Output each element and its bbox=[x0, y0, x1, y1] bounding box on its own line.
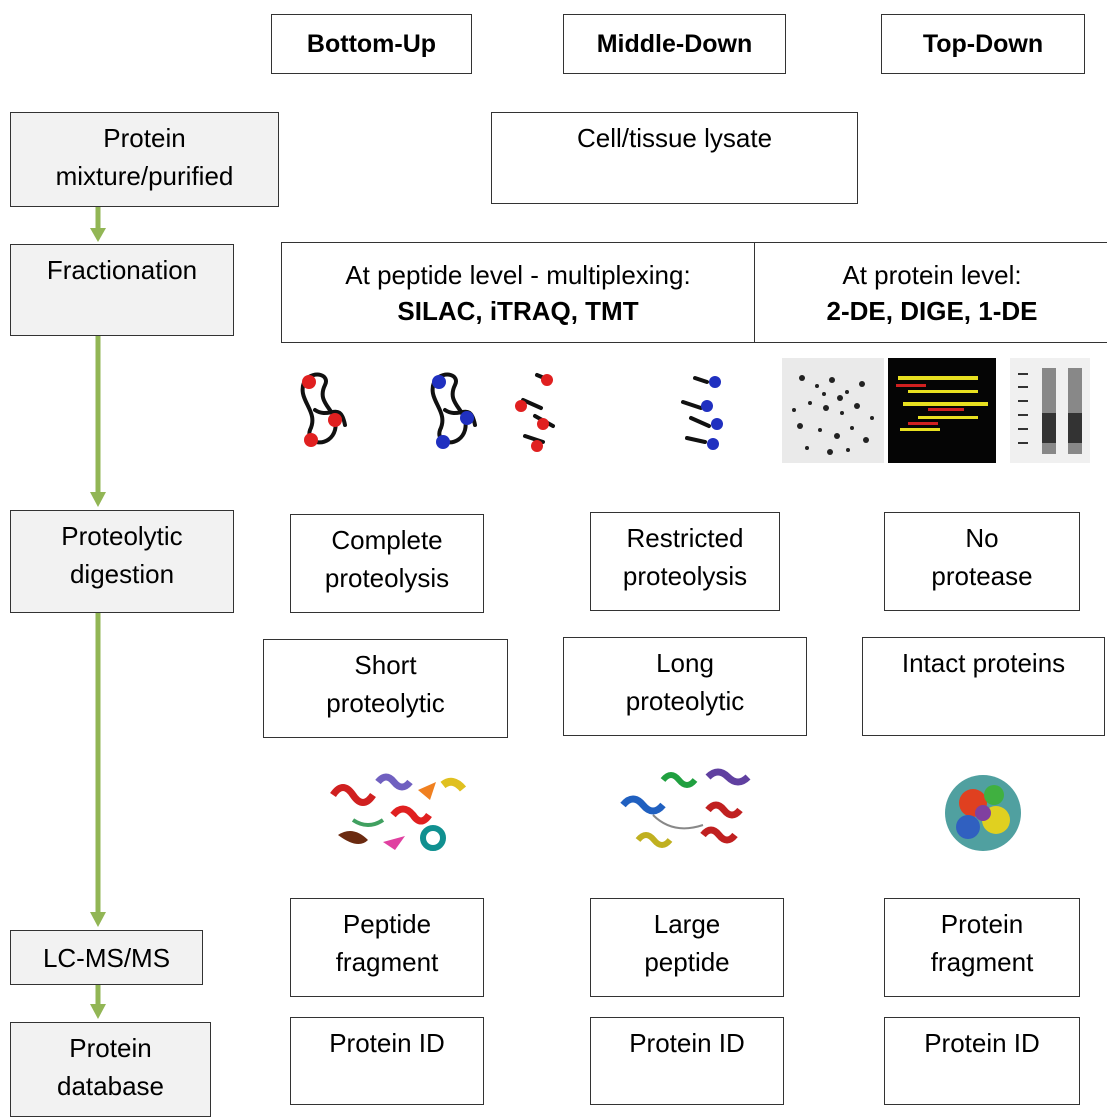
fractionation-box: At peptide level - multiplexing: SILAC, … bbox=[281, 242, 1107, 343]
digestion-top-down-line1: No bbox=[965, 523, 999, 553]
step-proteolytic-digestion: Proteolytic digestion bbox=[10, 510, 234, 613]
arrow-fractionation-to-digestion bbox=[90, 336, 106, 507]
red-labeled-protein bbox=[300, 372, 347, 445]
product-bottom-up: Short proteolytic bbox=[263, 639, 508, 738]
fractionation-protein-methods: 2-DE, DIGE, 1-DE bbox=[826, 296, 1038, 326]
multiplex-labeling-illustration bbox=[300, 372, 723, 452]
fragment-top-down-line1: Protein bbox=[940, 909, 1024, 939]
step-protein-mixture: Protein mixture/purified bbox=[10, 112, 279, 207]
protein-id-middle-down: Protein ID bbox=[590, 1017, 784, 1105]
digestion-middle-down-line2: proteolysis bbox=[622, 561, 748, 591]
fragment-top-down: Protein fragment bbox=[884, 898, 1080, 997]
step-fractionation: Fractionation bbox=[10, 244, 234, 336]
product-bottom-up-line1: Short bbox=[354, 650, 417, 680]
digestion-bottom-up-line1: Complete bbox=[331, 525, 443, 555]
step-protein-mixture-line2: mixture/purified bbox=[55, 161, 234, 191]
fractionation-protein-cell: At protein level: 2-DE, DIGE, 1-DE bbox=[755, 243, 1107, 356]
protein-id-top-down: Protein ID bbox=[884, 1017, 1080, 1105]
fragment-top-down-line2: fragment bbox=[930, 947, 1034, 977]
digestion-bottom-up: Complete proteolysis bbox=[290, 514, 484, 613]
gel-1de-image bbox=[1010, 358, 1090, 463]
digestion-bottom-up-line2: proteolysis bbox=[324, 563, 450, 593]
digestion-top-down: No protease bbox=[884, 512, 1080, 611]
fragment-middle-down: Large peptide bbox=[590, 898, 784, 997]
step-lcms: LC-MS/MS bbox=[10, 930, 203, 985]
sample-box: Cell/tissue lysate bbox=[491, 112, 858, 204]
fractionation-protein-label: At protein level: bbox=[842, 260, 1022, 290]
header-top-down: Top-Down bbox=[881, 14, 1085, 74]
protein-id-bottom-up: Protein ID bbox=[290, 1017, 484, 1105]
header-bottom-up: Bottom-Up bbox=[271, 14, 472, 74]
step-protein-mixture-line1: Protein bbox=[103, 123, 186, 153]
step-protein-database-line2: database bbox=[57, 1071, 164, 1101]
step-protein-database: Protein database bbox=[10, 1022, 211, 1117]
fractionation-peptide-label: At peptide level - multiplexing: bbox=[345, 260, 691, 290]
fragment-bottom-up-line1: Peptide bbox=[342, 909, 432, 939]
arrow-mixture-to-fractionation bbox=[90, 207, 106, 242]
arrow-lcms-to-database bbox=[90, 985, 106, 1019]
fragment-bottom-up: Peptide fragment bbox=[290, 898, 484, 997]
header-middle-down: Middle-Down bbox=[563, 14, 786, 74]
fragment-middle-down-line2: peptide bbox=[644, 947, 730, 977]
gel-dige-image bbox=[888, 358, 996, 463]
long-peptides-illustration bbox=[620, 768, 751, 848]
fractionation-peptide-cell: At peptide level - multiplexing: SILAC, … bbox=[282, 243, 755, 342]
intact-protein-illustration bbox=[945, 775, 1021, 851]
fragment-middle-down-line1: Large bbox=[653, 909, 721, 939]
digestion-top-down-line2: protease bbox=[931, 561, 1033, 591]
fractionation-peptide-methods: SILAC, iTRAQ, TMT bbox=[397, 296, 639, 326]
product-top-down: Intact proteins bbox=[862, 637, 1105, 736]
short-peptides-illustration bbox=[330, 773, 467, 851]
product-bottom-up-line2: proteolytic bbox=[326, 688, 445, 718]
product-middle-down-line1: Long bbox=[656, 648, 714, 678]
digestion-middle-down: Restricted proteolysis bbox=[590, 512, 780, 611]
gel-2de-image bbox=[782, 358, 884, 463]
product-middle-down: Long proteolytic bbox=[563, 637, 807, 736]
arrow-digestion-to-lcms bbox=[90, 613, 106, 927]
step-proteolytic-digestion-line1: Proteolytic bbox=[61, 521, 183, 551]
fragment-bottom-up-line2: fragment bbox=[335, 947, 439, 977]
step-proteolytic-digestion-line2: digestion bbox=[69, 559, 175, 589]
product-middle-down-line2: proteolytic bbox=[625, 686, 745, 716]
digestion-middle-down-line1: Restricted bbox=[626, 523, 744, 553]
step-protein-database-line1: Protein bbox=[69, 1033, 152, 1063]
blue-labeled-peptides bbox=[681, 376, 711, 444]
